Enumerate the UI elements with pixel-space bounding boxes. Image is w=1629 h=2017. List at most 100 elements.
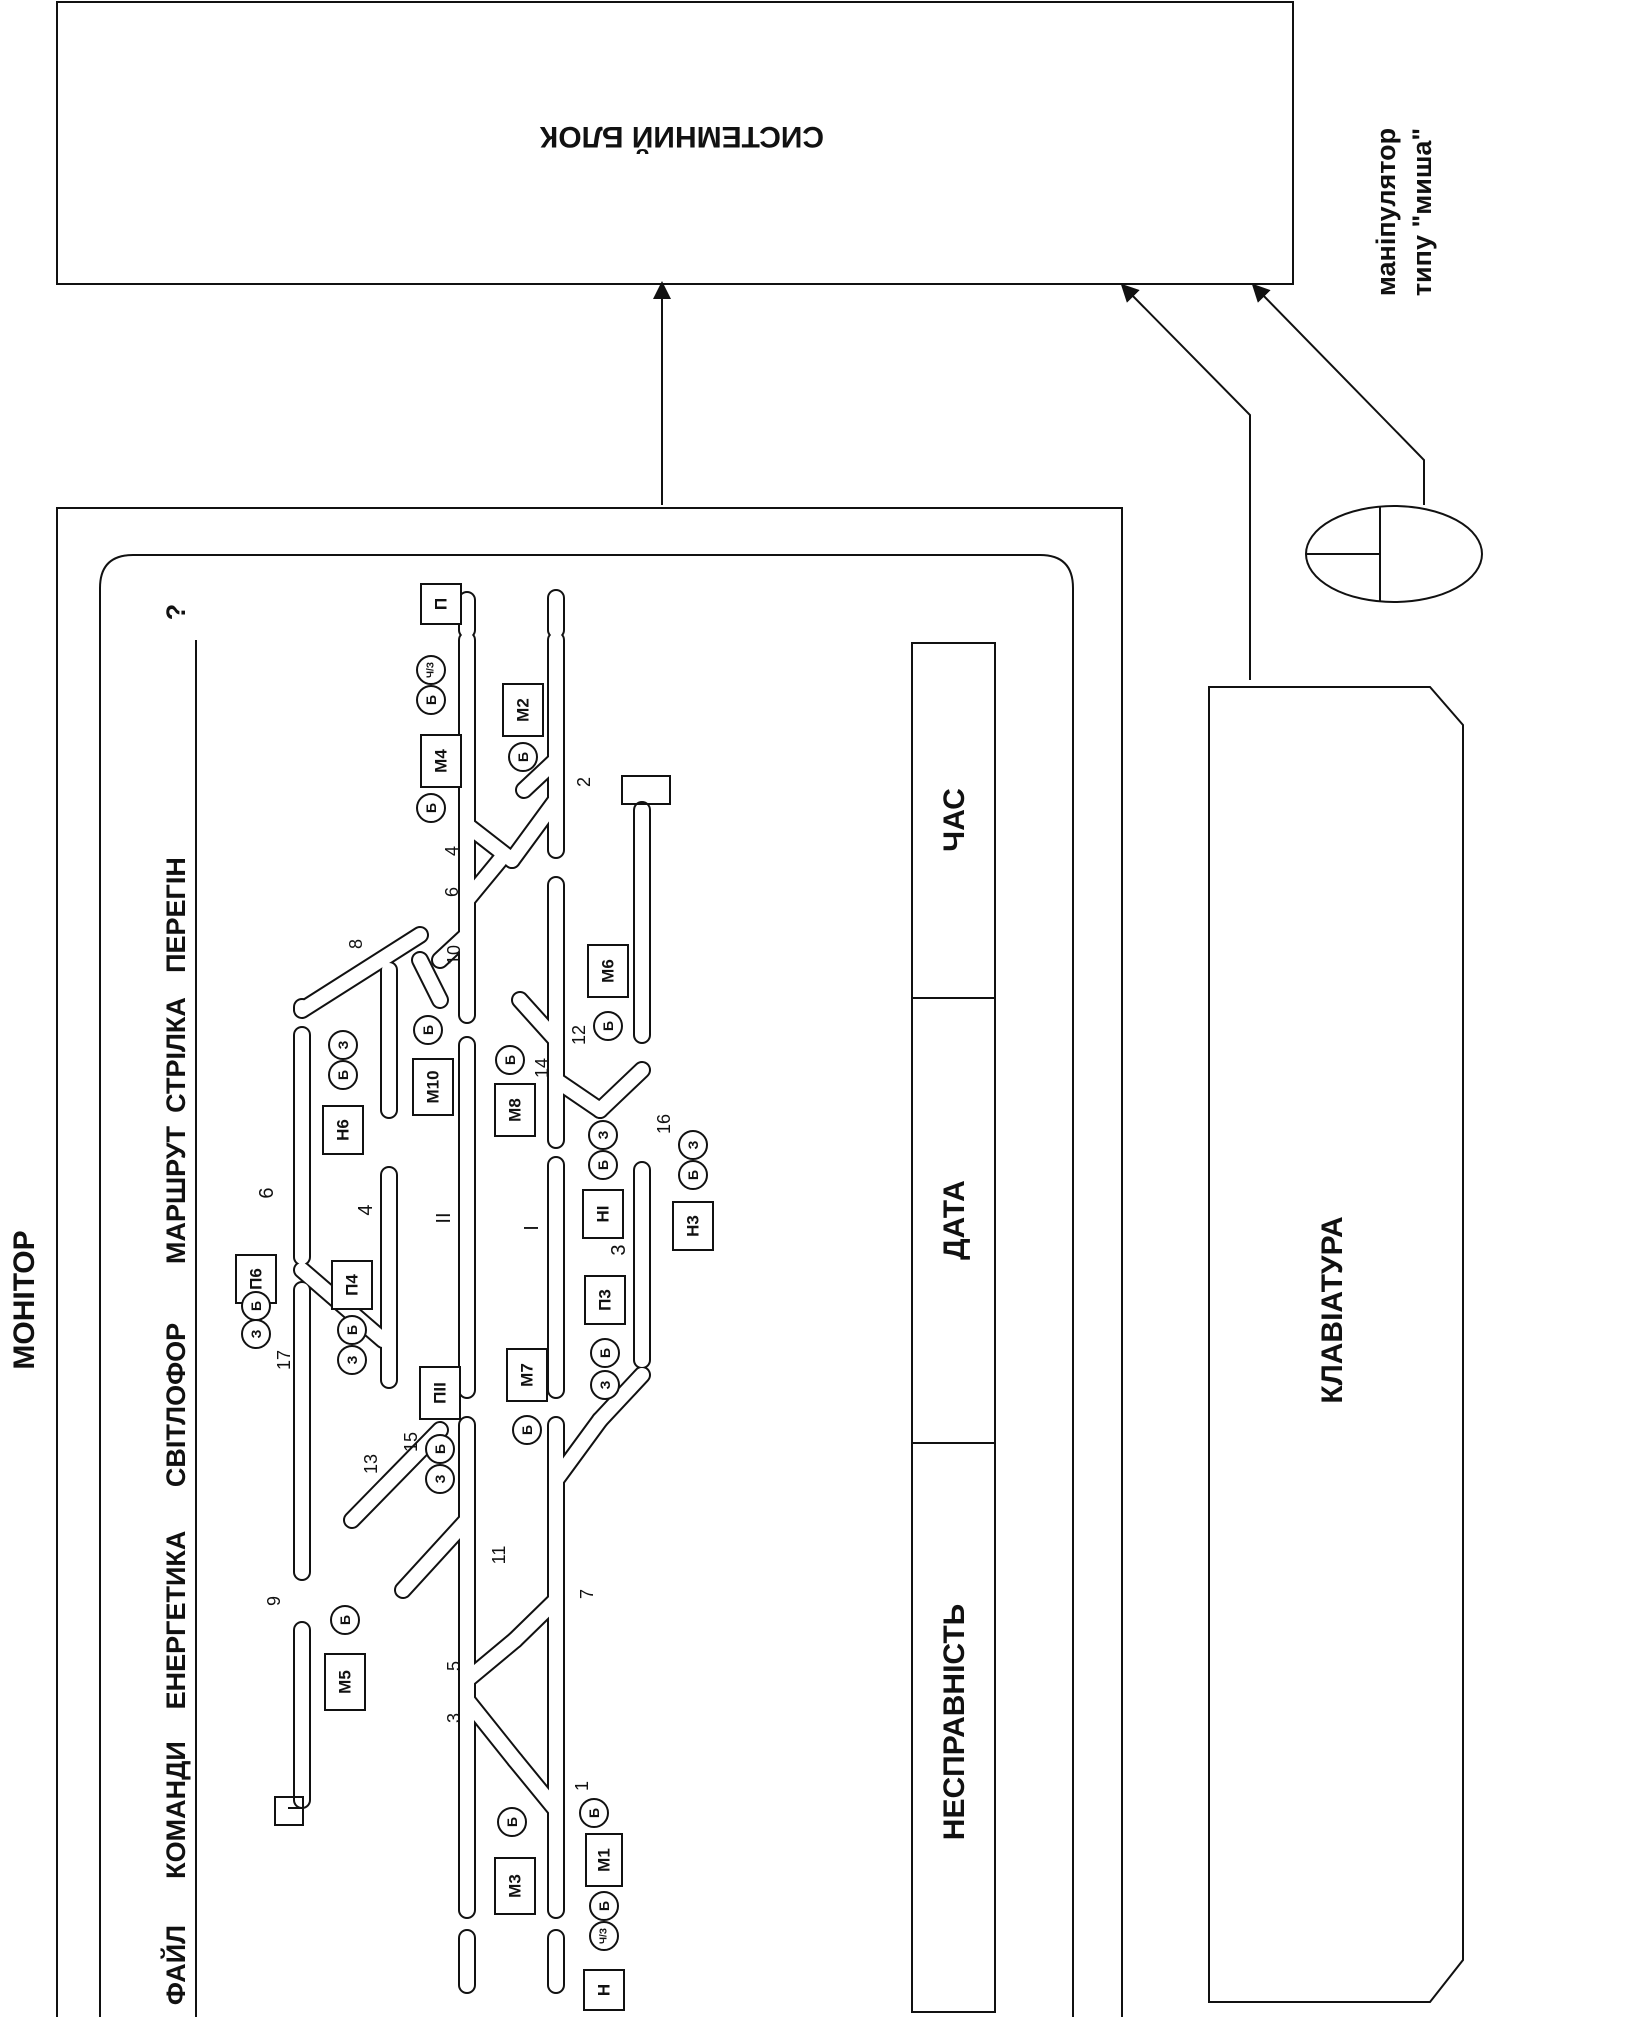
signal-M1[interactable]: М1 [585, 1833, 623, 1887]
signal-lamp: З [337, 1345, 367, 1375]
mouse-label-line1: маніпулятор [1371, 128, 1401, 296]
signal-M10[interactable]: М10 [412, 1058, 454, 1116]
svg-text:П: П [432, 598, 451, 610]
svg-text:ПІІ: ПІІ [431, 1382, 450, 1404]
svg-text:М10: М10 [424, 1070, 443, 1103]
menu-item-energetics[interactable]: ЕНЕРГЕТИКА [161, 1531, 191, 1710]
menu-item-signal[interactable]: СВІТЛОФОР [161, 1323, 191, 1487]
switch-number: 7 [577, 1589, 597, 1599]
svg-text:Н: Н [595, 1984, 614, 1996]
track-segment-fill [593, 1368, 649, 1427]
switch-number: 15 [401, 1432, 421, 1452]
svg-text:М8: М8 [506, 1098, 525, 1122]
signal-lamp: Б [330, 1605, 360, 1635]
menu-item-commands[interactable]: КОМАНДИ [161, 1741, 191, 1879]
signal-M3[interactable]: М3 [494, 1857, 536, 1915]
signal-NI[interactable]: НІ [582, 1189, 624, 1239]
track-label-6: 6 [256, 1187, 278, 1198]
menu-item-file[interactable]: ФАЙЛ [160, 1925, 191, 2005]
signal-lamp-label: Б [515, 752, 531, 762]
svg-text:Н3: Н3 [684, 1215, 703, 1237]
switch-number: 10 [444, 945, 464, 965]
signal-lamp: З [588, 1120, 618, 1150]
signal-lamp: З [328, 1030, 358, 1060]
status-date: ДАТА [938, 1180, 971, 1260]
signal-M2[interactable]: М2 [502, 683, 544, 737]
signal-lamp: Б [416, 685, 446, 715]
signal-lamp-label: З [248, 1329, 264, 1338]
mouse: маніпулятор типу "миша" [1305, 128, 1483, 603]
signal-M4[interactable]: М4 [420, 734, 462, 788]
track-segment-fill [593, 1063, 649, 1117]
signal-lamp-label: З [432, 1474, 448, 1483]
signal-lamp: Б [589, 1891, 619, 1921]
signal-P3[interactable]: П3 [584, 1275, 626, 1325]
mouse-label-line2: типу "миша" [1407, 128, 1437, 296]
keyboard: КЛАВІАТУРА [1208, 686, 1464, 2003]
track-label-3: 3 [608, 1244, 630, 1255]
signal-P6[interactable]: П6 [235, 1254, 277, 1304]
switch-number: 11 [489, 1546, 509, 1565]
track-label-4: 4 [355, 1204, 377, 1215]
menu-item-help[interactable]: ? [161, 604, 191, 621]
system-unit: СИСТЕМНИЙ БЛОК [56, 1, 1294, 285]
signal-P4[interactable]: П4 [331, 1260, 373, 1310]
signal-lamp: Б [593, 1011, 623, 1041]
mouse-to-system-arrow [1251, 283, 1425, 505]
track-segment-fill [508, 1593, 563, 1647]
track-segment-fill [460, 853, 507, 907]
signal-PII[interactable]: ПІІ [419, 1366, 461, 1420]
status-panel: НЕСПРАВНІСТЬ ДАТА ЧАС [911, 642, 996, 2013]
status-fault: НЕСПРАВНІСТЬ [938, 1604, 971, 1840]
switch-number: 1 [572, 1781, 592, 1791]
signal-lamp-label: Б [504, 1817, 520, 1827]
connection-arrows [653, 281, 1425, 680]
signal-lamp: З [425, 1464, 455, 1494]
signal-N3[interactable]: Н3 [672, 1201, 714, 1251]
switch-number: 9 [264, 1596, 284, 1606]
dead-end-buffers [274, 775, 671, 1826]
svg-text:М5: М5 [336, 1670, 355, 1694]
signal-M5[interactable]: М5 [324, 1653, 366, 1711]
keyboard-to-system-arrow [1120, 283, 1251, 680]
signal-lamp: Б [512, 1415, 542, 1445]
switch-number: 12 [569, 1025, 589, 1045]
svg-text:Н6: Н6 [334, 1119, 353, 1141]
svg-text:М7: М7 [518, 1363, 537, 1387]
track-segment-fill [508, 1753, 563, 1817]
signal-lamp: Ч/З [416, 655, 446, 685]
signal-M6[interactable]: М6 [587, 944, 629, 998]
signal-lamp-label: Б [337, 1615, 353, 1625]
signal-M8[interactable]: М8 [494, 1083, 536, 1137]
signal-lamp-label: Б [423, 695, 439, 705]
svg-text:П6: П6 [247, 1268, 266, 1290]
track-segment-fill [513, 993, 563, 1047]
menu-item-switch[interactable]: СТРІЛКА [161, 997, 191, 1113]
signal-lamp-label: З [335, 1040, 351, 1049]
track-segment-fill [460, 1633, 522, 1687]
signal-lamp: Б [416, 793, 446, 823]
signal-lamp: Б [508, 742, 538, 772]
signal-M7[interactable]: М7 [506, 1348, 548, 1402]
switch-number: 14 [532, 1058, 552, 1078]
signal-N[interactable]: Н [583, 1969, 625, 2011]
signal-lamp: Ч/З [589, 1921, 619, 1951]
track-label-I: І [521, 1225, 543, 1231]
signal-N6[interactable]: Н6 [322, 1105, 364, 1155]
menu-item-route[interactable]: МАРШРУТ [161, 1125, 191, 1264]
signal-lamp-label: Б [600, 1021, 616, 1031]
menu-item-haul[interactable]: ПЕРЕГІН [161, 857, 191, 973]
signal-lamp-label: Б [248, 1301, 264, 1311]
svg-text:П3: П3 [596, 1289, 615, 1311]
track-labels: 6 4 ІІ І 3 [256, 1187, 630, 1255]
track-segment-fill [460, 818, 519, 867]
signal-lamp: Б [413, 1015, 443, 1045]
signal-P[interactable]: П [420, 583, 462, 625]
dead-end-left [274, 1796, 304, 1826]
signal-lamp: Б [425, 1434, 455, 1464]
monitor: МОНІТОР [8, 507, 1123, 2017]
signal-lamp-label: Б [595, 1160, 611, 1170]
signal-lamp: Б [495, 1045, 525, 1075]
signal-lamp: Б [590, 1338, 620, 1368]
track-scheme [293, 589, 651, 1994]
